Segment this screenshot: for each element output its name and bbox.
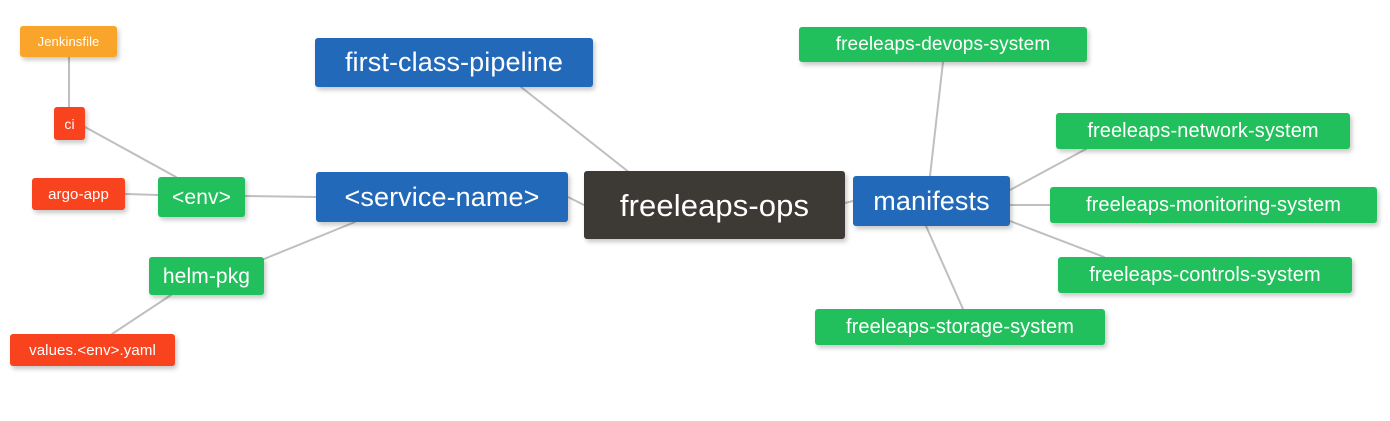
node-freeleaps-network-system[interactable]: freeleaps-network-system [1056, 113, 1350, 149]
node-freeleaps-monitoring-system[interactable]: freeleaps-monitoring-system [1050, 187, 1377, 223]
node-first-class-pipeline[interactable]: first-class-pipeline [315, 38, 593, 87]
node-label-freeleaps-devops-system: freeleaps-devops-system [835, 34, 1051, 55]
edge-service-name-to-helm-pkg [263, 221, 356, 260]
node-helm-pkg[interactable]: helm-pkg [149, 257, 264, 295]
node-label-jenkinsfile: Jenkinsfile [37, 34, 100, 49]
node-values-yaml[interactable]: values.<env>.yaml [10, 334, 175, 366]
node-label-env: <env> [172, 185, 231, 209]
node-freeleaps-storage-system[interactable]: freeleaps-storage-system [815, 309, 1105, 345]
node-label-freeleaps-storage-system: freeleaps-storage-system [845, 316, 1075, 338]
node-label-first-class-pipeline: first-class-pipeline [344, 47, 564, 77]
edge-freeleaps-ops-to-service-name [567, 196, 585, 206]
node-argo-app[interactable]: argo-app [32, 178, 125, 210]
node-freeleaps-controls-system[interactable]: freeleaps-controls-system [1058, 257, 1352, 293]
node-label-service-name: <service-name> [344, 181, 540, 212]
node-label-freeleaps-network-system: freeleaps-network-system [1087, 120, 1319, 142]
node-label-manifests: manifests [873, 185, 990, 216]
edge-helm-pkg-to-values-yaml [111, 294, 172, 335]
edge-manifests-to-freeleaps-storage-system [925, 225, 964, 310]
node-label-ci: ci [64, 115, 75, 132]
edge-env-to-ci [84, 126, 177, 178]
node-env[interactable]: <env> [158, 177, 245, 217]
node-label-values-yaml: values.<env>.yaml [29, 341, 156, 359]
edge-service-name-to-env [244, 195, 317, 198]
node-jenkinsfile[interactable]: Jenkinsfile [20, 26, 117, 57]
node-freeleaps-ops[interactable]: freeleaps-ops [584, 171, 845, 239]
edge-env-to-argo-app [124, 193, 159, 196]
node-label-freeleaps-ops: freeleaps-ops [619, 187, 810, 223]
node-label-freeleaps-monitoring-system: freeleaps-monitoring-system [1085, 194, 1341, 216]
node-service-name[interactable]: <service-name> [316, 172, 568, 222]
node-label-helm-pkg: helm-pkg [162, 264, 251, 288]
edge-manifests-to-freeleaps-controls-system [1009, 220, 1105, 258]
node-manifests[interactable]: manifests [853, 176, 1010, 226]
node-freeleaps-devops-system[interactable]: freeleaps-devops-system [799, 27, 1087, 62]
edge-manifests-to-freeleaps-network-system [1009, 148, 1087, 191]
edge-manifests-to-freeleaps-devops-system [929, 61, 944, 177]
node-ci[interactable]: ci [54, 107, 85, 140]
node-label-argo-app: argo-app [48, 185, 109, 203]
node-label-freeleaps-controls-system: freeleaps-controls-system [1089, 264, 1321, 286]
edge-freeleaps-ops-to-manifests [844, 200, 854, 204]
edge-freeleaps-ops-to-first-class-pipeline [520, 86, 631, 174]
